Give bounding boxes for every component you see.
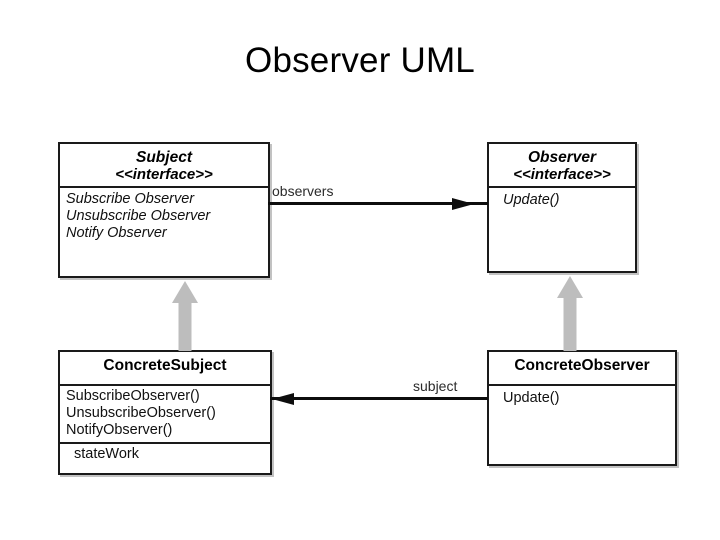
operation-item: Update() (503, 390, 560, 406)
uml-class-concretesubject[interactable]: ConcreteSubject SubscribeObserver() Unsu… (58, 350, 272, 475)
operation-item: NotifyObserver() (66, 422, 173, 438)
association-label-subject: subject (413, 378, 458, 394)
class-header-subject: Subject <<interface>> (60, 144, 268, 186)
association-subject-line (270, 397, 488, 400)
uml-class-concreteobserver[interactable]: ConcreteObserver Update() (487, 350, 677, 466)
operation-item: Update() (503, 192, 560, 208)
operation-item: UnsubscribeObserver() (66, 405, 216, 421)
operation-item: Unsubscribe Observer (66, 208, 211, 224)
arrow-shaft (178, 301, 192, 351)
operation-item: SubscribeObserver() (66, 388, 200, 404)
uml-class-observer[interactable]: Observer <<interface>> Update() (487, 142, 637, 273)
class-name-observer: Observer <<interface>> (495, 147, 629, 185)
class-attributes-concretesubject: stateWork (60, 442, 270, 473)
arrowhead-up-icon (172, 281, 198, 303)
class-name-text: Subject (136, 149, 192, 166)
class-operations-concretesubject: SubscribeObserver() UnsubscribeObserver(… (60, 384, 270, 442)
class-name-concreteobserver: ConcreteObserver (514, 357, 650, 374)
class-name-subject: Subject <<interface>> (66, 147, 262, 185)
class-name-concretesubject: ConcreteSubject (103, 357, 227, 374)
uml-class-subject[interactable]: Subject <<interface>> Subscribe Observer… (58, 142, 270, 278)
generalization-arrow-up-icon (172, 281, 198, 351)
class-header-concreteobserver: ConcreteObserver (489, 352, 675, 384)
attribute-item: stateWork (74, 446, 140, 462)
class-operations-concreteobserver: Update() (489, 384, 675, 464)
arrowhead-up-icon (557, 276, 583, 298)
arrow-shaft (563, 296, 577, 351)
class-header-observer: Observer <<interface>> (489, 144, 635, 186)
association-label-observers: observers (272, 183, 334, 199)
page-title: Observer UML (245, 41, 475, 80)
class-operations-observer: Update() (489, 186, 635, 271)
operation-item: Subscribe Observer (66, 191, 195, 207)
class-header-concretesubject: ConcreteSubject (60, 352, 270, 384)
class-name-text: Observer (527, 149, 597, 166)
class-stereotype: <<interface>> (513, 166, 611, 183)
class-operations-subject: Subscribe Observer Unsubscribe Observer … (60, 186, 268, 276)
generalization-arrow-up-icon (557, 276, 583, 351)
class-stereotype: <<interface>> (115, 166, 213, 183)
arrowhead-right-icon (452, 197, 474, 210)
association-observers-line (268, 202, 488, 205)
operation-item: Notify Observer (66, 225, 167, 241)
arrowhead-left-icon (272, 392, 294, 405)
